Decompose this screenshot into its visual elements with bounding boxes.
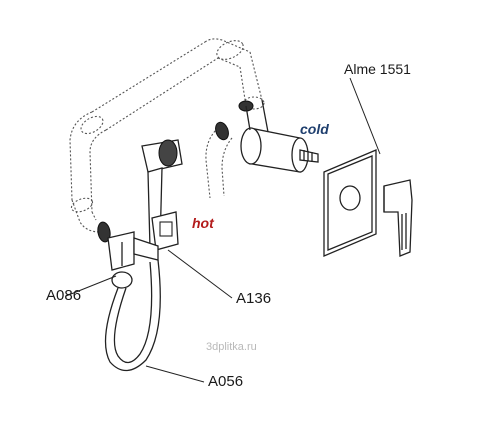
lever-handle <box>383 179 413 257</box>
hot-label: hot <box>192 215 215 231</box>
leader-lines <box>65 77 381 383</box>
watermark-text: 3dplitka.ru <box>206 341 257 353</box>
cover-plate <box>323 149 377 257</box>
wall-pipes <box>69 38 265 233</box>
model-label: Alme 1551 <box>344 61 411 77</box>
shower-hose <box>104 259 161 372</box>
angle-valve <box>107 231 159 289</box>
part-label-a056: A056 <box>208 373 243 390</box>
cold-label: cold <box>300 121 329 137</box>
hand-shower <box>141 139 183 251</box>
part-label-a136: A136 <box>236 290 271 307</box>
part-label-a086: A086 <box>46 287 81 304</box>
mixer-cartridge <box>240 99 319 173</box>
